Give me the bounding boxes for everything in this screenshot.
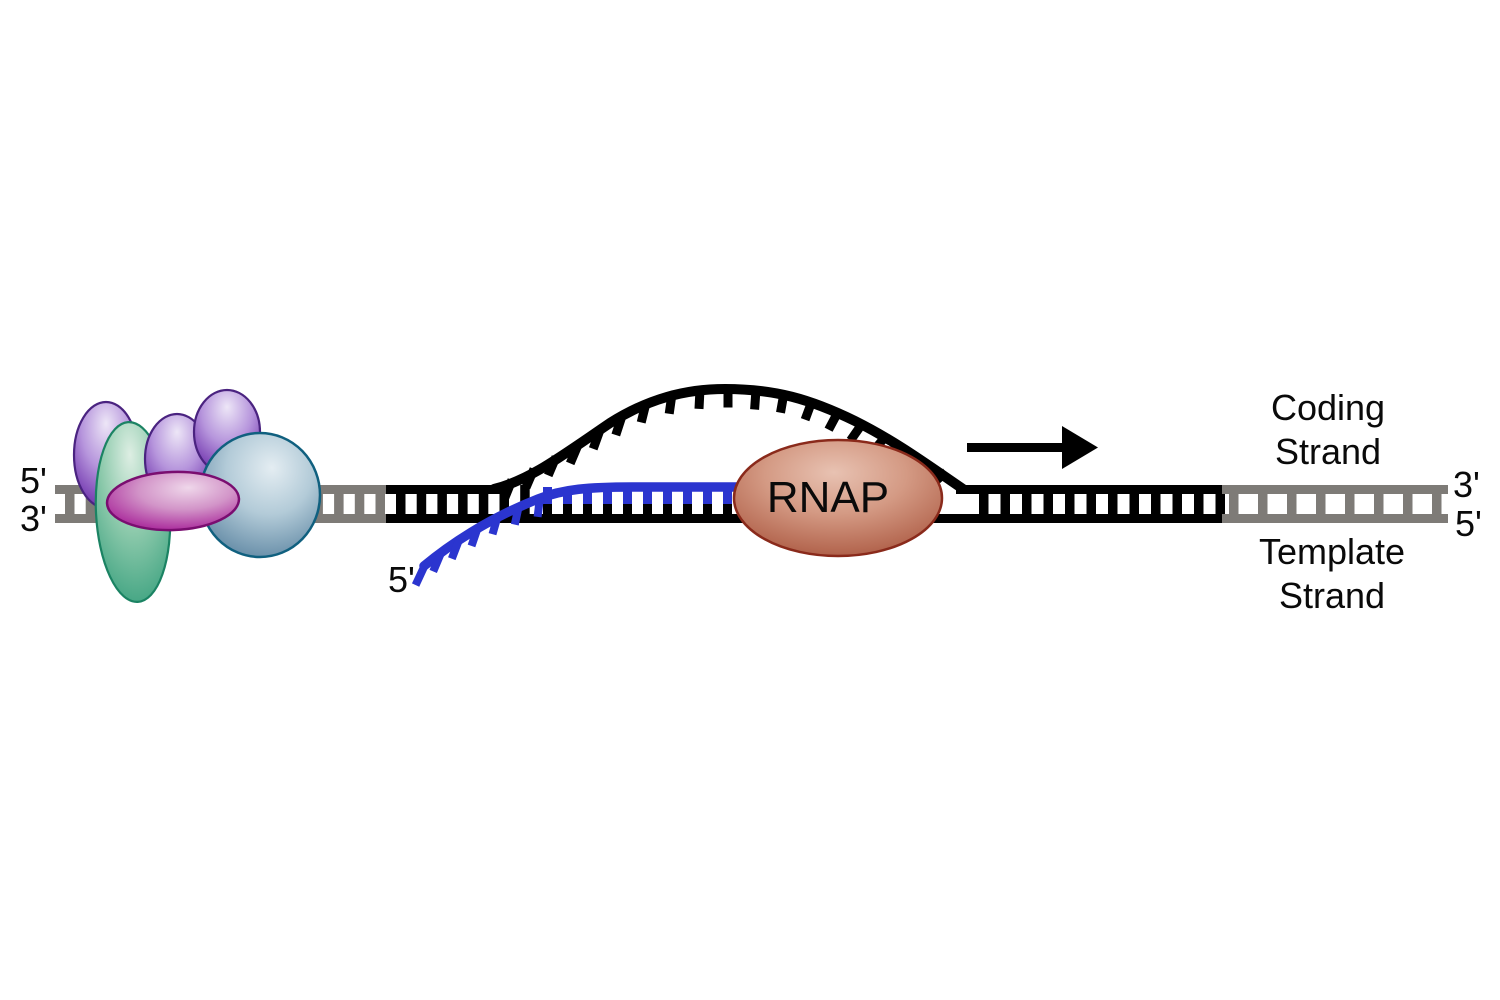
dna-rung <box>643 487 652 504</box>
dna-rung <box>478 485 489 523</box>
direction-arrow <box>967 426 1098 469</box>
label-template-line2: Strand <box>1279 575 1385 616</box>
dna-rung <box>1258 485 1268 523</box>
dna-rung <box>703 487 712 504</box>
dna-rung <box>1229 485 1239 523</box>
dna-rung <box>416 485 427 523</box>
dna-rung <box>603 487 612 504</box>
dna-rung <box>1022 485 1032 523</box>
dna-rung <box>1086 485 1096 523</box>
label-rna-5prime: 5' <box>388 559 415 600</box>
label-coding-strand: Coding Strand <box>1271 387 1385 472</box>
dna-rung <box>1108 485 1118 523</box>
diagram-labels: 5' 3' 3' 5' 5' Coding Strand Template St… <box>20 387 1482 616</box>
dna-rung <box>499 485 509 523</box>
label-5prime-right: 5' <box>1455 503 1482 544</box>
dna-rung <box>1172 485 1182 523</box>
dna-rung <box>683 504 692 523</box>
arrow-shaft <box>967 443 1064 452</box>
coding-strand-rail-gray-right <box>1222 485 1448 494</box>
label-template-strand: Template Strand <box>1259 531 1405 616</box>
dna-rung <box>85 485 96 523</box>
dna-rung <box>543 504 552 523</box>
dna-rung <box>375 485 385 523</box>
rnap-label: RNAP <box>767 473 889 522</box>
rna-polymerase: RNAP <box>732 438 944 558</box>
dna-rung <box>1000 485 1010 523</box>
dna-rung <box>1287 485 1297 523</box>
dna-rung <box>354 485 365 523</box>
rnap-body <box>732 438 944 558</box>
tf-magenta-ellipse <box>105 470 241 532</box>
label-template-line1: Template <box>1259 531 1405 572</box>
dna-rungs-black-right <box>979 485 1225 523</box>
dna-rung <box>1345 485 1355 523</box>
dna-rung <box>1129 485 1139 523</box>
coding-strand-rail-black-left <box>386 485 504 494</box>
dna-rung <box>979 485 989 523</box>
dna-rung <box>1316 485 1326 523</box>
label-coding-line1: Coding <box>1271 387 1385 428</box>
label-3prime-left: 3' <box>20 498 47 539</box>
dna-rung <box>623 504 632 523</box>
dna-rung <box>703 504 712 523</box>
dna-rung <box>1151 485 1161 523</box>
dna-rung <box>663 487 672 504</box>
dna-rung <box>334 485 344 523</box>
label-coding-line2: Strand <box>1275 431 1381 472</box>
dna-rung <box>458 485 468 523</box>
dna-rung <box>723 504 732 523</box>
dna-rung <box>723 487 732 504</box>
template-strand-rail-gray-right <box>1222 514 1448 523</box>
dna-rung <box>663 504 672 523</box>
dna-rung <box>1432 485 1442 523</box>
dna-rung <box>1215 485 1225 523</box>
dna-rungs-gray-right <box>1229 485 1442 523</box>
arrow-head <box>1062 426 1098 469</box>
dna-rung <box>623 487 632 504</box>
dna-rung <box>1403 485 1413 523</box>
dna-rung <box>1043 485 1053 523</box>
dna-rung <box>396 485 406 523</box>
label-3prime-right: 3' <box>1453 464 1480 505</box>
label-5prime-left: 5' <box>20 460 47 501</box>
rna-base-ticks <box>411 496 544 587</box>
dna-rung <box>683 487 692 504</box>
dna-rung <box>583 487 592 504</box>
dna-rung <box>1194 485 1204 523</box>
rna-strand <box>411 482 762 587</box>
transcription-bubble <box>489 384 968 501</box>
dna-rung <box>65 485 75 523</box>
dna-rung <box>643 504 652 523</box>
dna-rung <box>437 485 447 523</box>
transcription-factor-complex <box>72 388 322 603</box>
dna-rung <box>563 504 572 523</box>
dna-rung <box>583 504 592 523</box>
dna-rung <box>1374 485 1384 523</box>
coding-strand-rail-black-right <box>956 485 1222 494</box>
dna-rung <box>603 504 612 523</box>
dna-rung <box>1065 485 1075 523</box>
